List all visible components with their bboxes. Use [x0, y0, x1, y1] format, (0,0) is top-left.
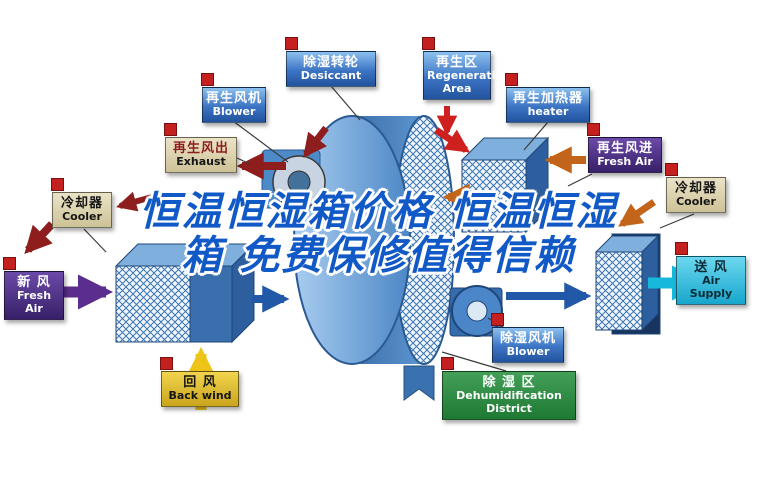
red-marker-icon — [505, 73, 518, 86]
label-en: Cooler — [62, 210, 102, 224]
label-zh: 除湿转轮 — [302, 55, 359, 70]
red-marker-icon — [51, 178, 64, 191]
label-en: Blower — [212, 105, 256, 119]
page-title-line2: 箱 免费保修值得信赖 — [181, 233, 576, 279]
label-regen-blower: 再生风机 Blower — [201, 73, 266, 124]
label-en: Fresh Air — [16, 289, 52, 316]
label-zh: 再生加热器 — [512, 91, 583, 106]
label-zh: 再生区 — [435, 55, 478, 70]
process-air-unit — [114, 242, 256, 344]
supply-duct-unit — [594, 233, 661, 335]
label-zh: 冷却器 — [60, 196, 103, 211]
red-marker-icon — [160, 357, 173, 370]
ribbon-tag — [403, 365, 435, 401]
label-zh: 除 湿 区 — [482, 375, 536, 390]
label-back-wind: 回 风 Back wind — [160, 357, 239, 408]
label-regeneration-area: 再生区 Regeneration Area — [422, 37, 511, 101]
label-en: Cooler — [676, 195, 716, 209]
red-marker-icon — [441, 357, 454, 370]
label-en: heater — [527, 105, 569, 119]
red-marker-icon — [491, 313, 504, 326]
label-zh: 冷却器 — [674, 181, 717, 196]
label-dehumid-blower: 除湿风机 Blower — [491, 313, 564, 364]
red-marker-icon — [3, 257, 16, 270]
label-fresh-air: 新 风 Fresh Air — [3, 257, 64, 321]
label-zh: 新 风 — [17, 275, 51, 290]
label-zh: 再生风机 — [206, 91, 263, 106]
label-zh: 除湿风机 — [499, 331, 556, 346]
red-marker-icon — [285, 37, 298, 50]
label-regen-air-in: 再生风进 Fresh Air — [587, 123, 662, 174]
label-regen-air-out: 再生风出 Exhaust — [164, 123, 237, 174]
red-marker-icon — [587, 123, 600, 136]
process-fan — [449, 285, 503, 337]
label-en: Regeneration Area — [427, 69, 511, 96]
label-en: Desiccant — [300, 69, 362, 83]
label-en: Dehumidification District — [456, 389, 562, 416]
red-marker-icon — [422, 37, 435, 50]
label-zh: 再生风出 — [172, 141, 229, 156]
label-en: Fresh Air — [597, 155, 653, 169]
label-en: Air Supply — [689, 274, 733, 301]
page-title: 恒温恒湿箱价格 恒温恒湿 箱 免费保修值得信赖 — [0, 190, 757, 278]
label-desiccant-wheel: 除湿转轮 Desiccant — [285, 37, 376, 88]
heater-coil-unit — [460, 136, 550, 234]
page-title-line1: 恒温恒湿箱价格 恒温恒湿 — [139, 189, 618, 235]
red-marker-icon — [164, 123, 177, 136]
label-zh: 再生风进 — [596, 141, 653, 156]
label-cooler-right: 冷却器 Cooler — [665, 163, 726, 214]
label-dehumid-district: 除 湿 区 Dehumidification District — [441, 357, 576, 421]
label-regen-heater: 再生加热器 heater — [505, 73, 590, 124]
label-zh: 回 风 — [183, 375, 217, 390]
red-marker-icon — [201, 73, 214, 86]
label-en: Back wind — [168, 389, 232, 403]
label-cooler-left: 冷却器 Cooler — [51, 178, 112, 229]
label-en: Blower — [506, 345, 550, 359]
red-marker-icon — [665, 163, 678, 176]
label-en: Exhaust — [176, 155, 226, 169]
red-marker-icon — [675, 242, 688, 255]
